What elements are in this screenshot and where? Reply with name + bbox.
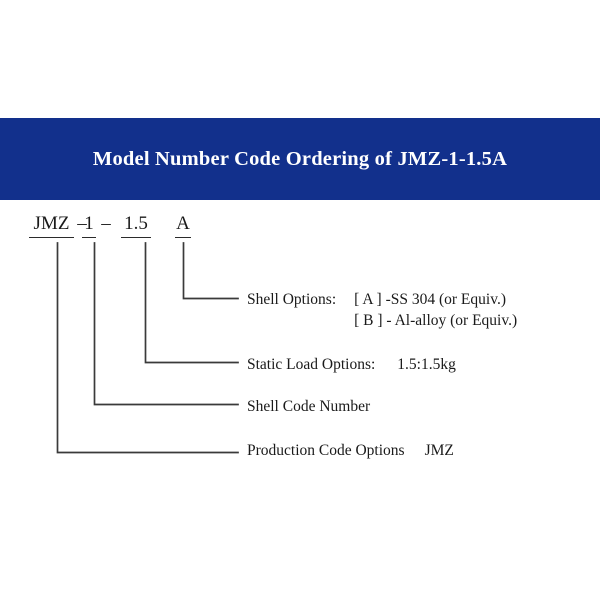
code-segment-shell-option: A [175, 212, 191, 238]
production-code-value: JMZ [424, 442, 454, 459]
callout-shell-code: Shell Code Number [247, 398, 370, 416]
shell-options-values: [ A ] -SS 304 (or Equiv.) [ B ] - Al-allo… [354, 289, 517, 331]
shell-option-a: [ A ] -SS 304 (or Equiv.) [354, 291, 506, 308]
code-separator-1: – [77, 213, 87, 234]
code-segment-static-load: 1.5 [121, 212, 151, 238]
header-band: Model Number Code Ordering of JMZ-1-1.5A [0, 118, 600, 200]
static-load-label: Static Load Options: [247, 356, 376, 373]
code-separator-2: – [101, 213, 111, 234]
static-load-value: 1.5:1.5kg [397, 356, 456, 373]
production-code-label: Production Code Options [247, 442, 405, 459]
callout-production-code: Production Code Options JMZ [247, 442, 454, 460]
shell-option-b: [ B ] - Al-alloy (or Equiv.) [354, 312, 518, 329]
leader-line-production [56, 242, 239, 454]
model-code-line: JMZ – 1 – 1.5 A [0, 212, 600, 240]
callout-shell-options: Shell Options:[ A ] -SS 304 (or Equiv.)[… [247, 289, 517, 331]
leader-line-shell-option [182, 242, 239, 300]
shell-code-label: Shell Code Number [247, 398, 371, 415]
leader-line-shell-code [93, 242, 239, 406]
code-segment-shell-code: 1 [82, 212, 96, 238]
shell-options-label: Shell Options: [247, 291, 337, 308]
leader-line-static-load [144, 242, 239, 364]
page-title: Model Number Code Ordering of JMZ-1-1.5A [92, 147, 508, 170]
code-segment-production: JMZ [29, 212, 74, 238]
callout-static-load: Static Load Options: 1.5:1.5kg [247, 356, 456, 374]
